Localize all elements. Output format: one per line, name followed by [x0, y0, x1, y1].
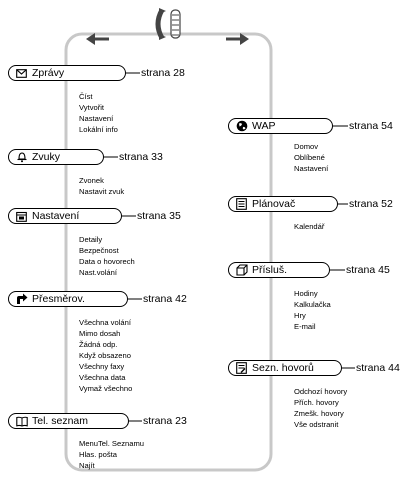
page-ref: strana 54	[349, 120, 393, 132]
planner-icon	[235, 198, 248, 211]
menu-label: Přesměrov.	[32, 293, 85, 305]
list-item: Vytvořit	[79, 103, 105, 112]
list-item: MenuTel. Seznamu	[79, 439, 145, 448]
submenu-list: Kalendář	[294, 221, 324, 232]
page-ref: strana 42	[143, 293, 187, 305]
list-item: Když obsazeno	[79, 351, 131, 360]
right-arrow-icon	[226, 33, 249, 45]
list-item: Číst	[79, 92, 93, 101]
submenu-list: Hodiny Kalkulačka Hry E-mail	[294, 288, 331, 332]
menu-label: WAP	[252, 120, 276, 132]
list-item: E-mail	[294, 322, 316, 331]
cube-icon	[235, 264, 248, 277]
menu-label: Sezn. hovorů	[252, 362, 314, 374]
submenu-list: Odchozí hovory Přích. hovory Zmešk. hovo…	[294, 386, 347, 430]
menu-wap: WAP	[228, 118, 333, 134]
list-item: Hry	[294, 311, 306, 320]
scroll-key-icon	[155, 8, 181, 40]
list-item: Žádná odp.	[79, 340, 118, 349]
list-item: Vše odstranit	[294, 420, 339, 429]
left-arrow-icon	[86, 33, 109, 45]
list-item: Všechna volání	[79, 318, 131, 327]
menu-label: Zprávy	[32, 67, 65, 79]
menu-label: Plánovač	[252, 198, 296, 210]
submenu-list: MenuTel. Seznamu Hlas. pošta Najít	[79, 438, 144, 471]
list-item: Nastavení	[294, 164, 329, 173]
menu-label: Zvuky	[32, 151, 61, 163]
list-item: Přích. hovory	[294, 398, 339, 407]
menu-label: Přísluš.	[252, 264, 288, 276]
list-item: Odchozí hovory	[294, 387, 348, 396]
list-item: Kalendář	[294, 222, 325, 231]
list-item: Hodiny	[294, 289, 318, 298]
page-ref: strana 44	[356, 362, 400, 374]
forward-arrow-icon	[15, 293, 28, 306]
book-icon	[15, 415, 28, 428]
menu-planovac: Plánovač	[228, 196, 338, 212]
list-item: Domov	[294, 142, 319, 151]
list-item: Vymaž všechno	[79, 384, 133, 393]
envelope-icon	[15, 67, 28, 80]
globe-icon	[235, 120, 248, 133]
settings-grid-icon	[15, 210, 28, 223]
menu-sezn-hovoru: Sezn. hovorů	[228, 360, 342, 376]
submenu-list: Číst Vytvořit Nastavení Lokální info	[79, 91, 118, 135]
page-ref: strana 45	[346, 264, 390, 276]
list-item: Data o hovorech	[79, 257, 135, 266]
list-item: Mimo dosah	[79, 329, 121, 338]
submenu-list: Zvonek Nastavit zvuk	[79, 175, 124, 197]
page-ref: strana 35	[137, 210, 181, 222]
submenu-list: Domov Oblíbené Nastavení	[294, 141, 328, 174]
bell-icon	[15, 151, 28, 164]
menu-presmerov: Přesměrov.	[8, 291, 128, 307]
list-item: Zmešk. hovory	[294, 409, 344, 418]
page-ref: strana 28	[141, 67, 185, 79]
menu-zpravy: Zprávy	[8, 65, 126, 81]
page-ref: strana 52	[349, 198, 393, 210]
menu-label: Nastavení	[32, 210, 80, 222]
menu-zvuky: Zvuky	[8, 149, 104, 165]
list-item: Hlas. pošta	[79, 450, 117, 459]
list-item: Všechna data	[79, 373, 126, 382]
menu-prislus: Přísluš.	[228, 262, 330, 278]
page-ref: strana 23	[143, 415, 187, 427]
menu-label: Tel. seznam	[32, 415, 89, 427]
list-item: Zvonek	[79, 176, 104, 185]
list-item: Bezpečnost	[79, 246, 119, 255]
list-item: Všechny faxy	[79, 362, 125, 371]
list-item: Kalkulačka	[294, 300, 331, 309]
menu-nastaveni: Nastavení	[8, 208, 122, 224]
submenu-list: Detaily Bezpečnost Data o hovorech Nast.…	[79, 234, 135, 278]
list-item: Oblíbené	[294, 153, 325, 162]
list-item: Detaily	[79, 235, 103, 244]
call-list-icon	[235, 362, 248, 375]
list-item: Lokální info	[79, 125, 118, 134]
list-item: Nastavení	[79, 114, 114, 123]
list-item: Nast.volání	[79, 268, 117, 277]
list-item: Najít	[79, 461, 95, 470]
submenu-list: Všechna volání Mimo dosah Žádná odp. Kdy…	[79, 317, 132, 394]
page-ref: strana 33	[119, 151, 163, 163]
list-item: Nastavit zvuk	[79, 187, 125, 196]
menu-tel-seznam: Tel. seznam	[8, 413, 129, 429]
